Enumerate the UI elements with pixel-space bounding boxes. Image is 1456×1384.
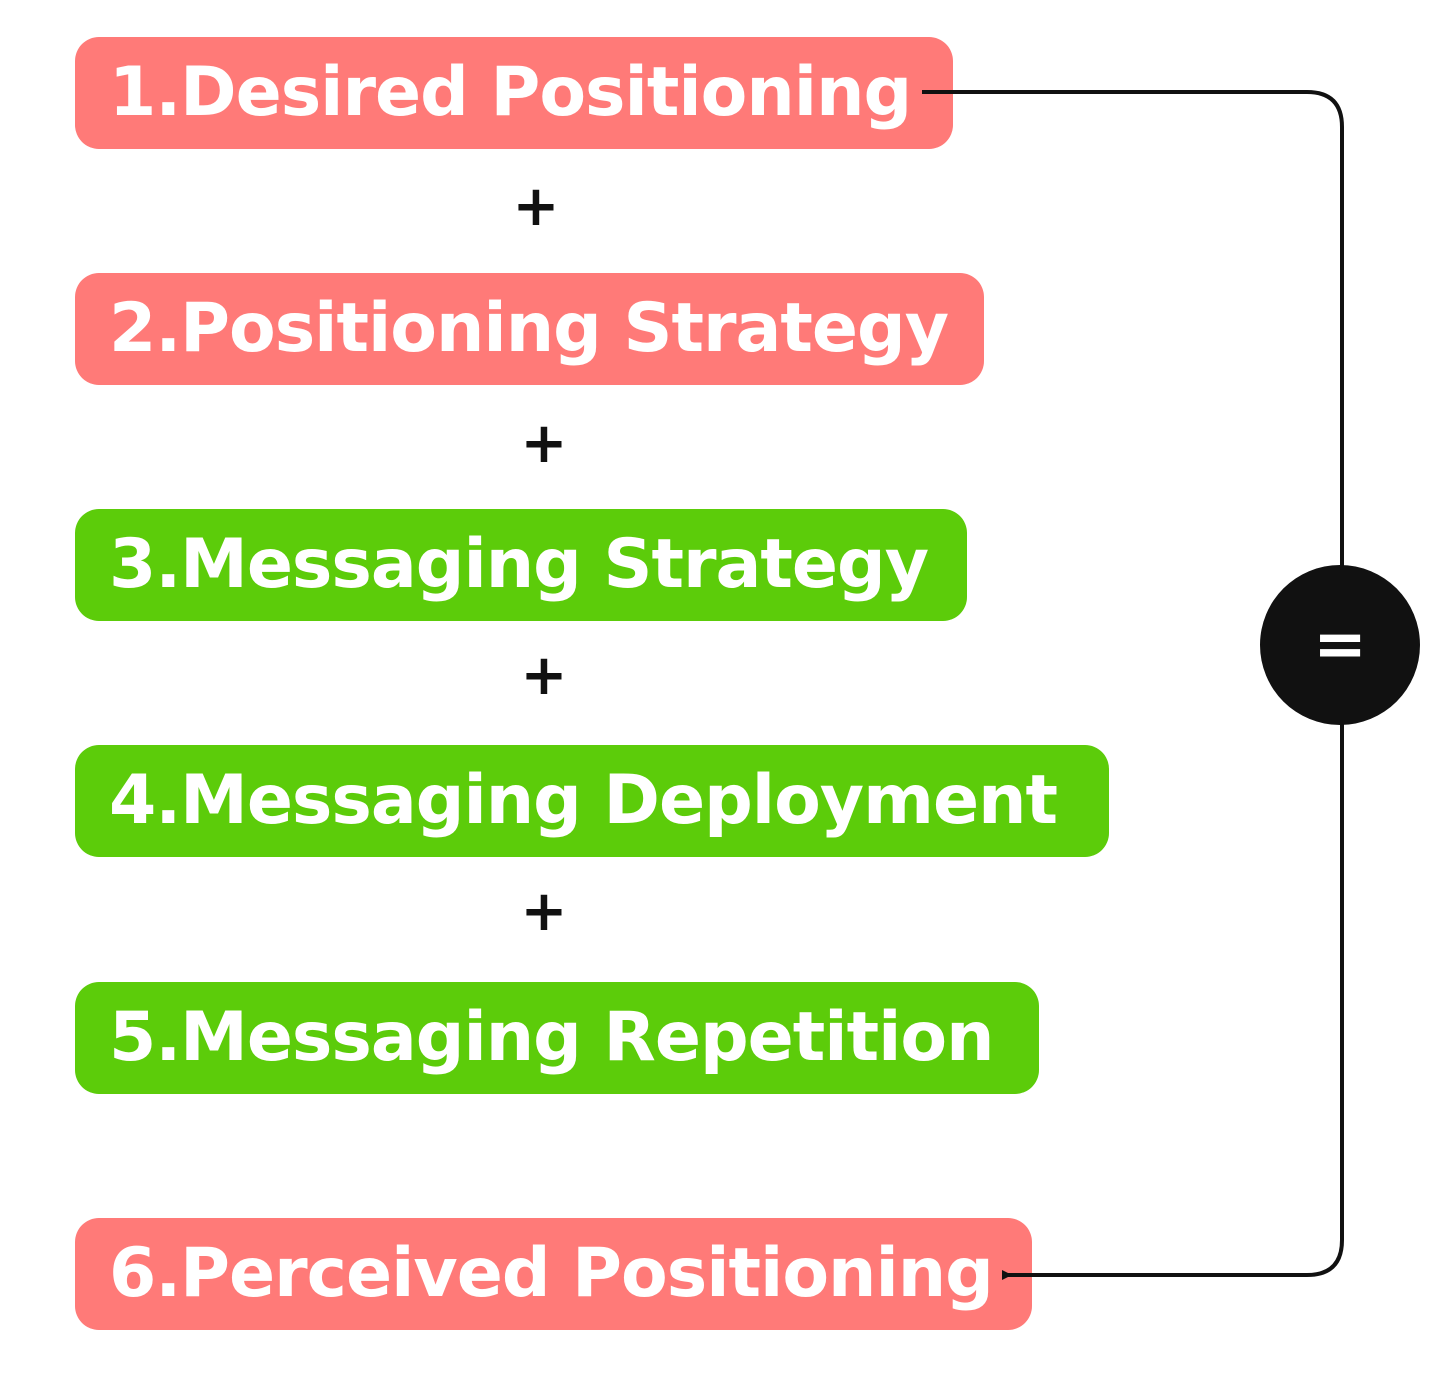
step-label: 5.Messaging Repetition [109,998,995,1077]
step-perceived-positioning: 6.Perceived Positioning [75,1218,1032,1330]
plus-icon: + [512,174,560,239]
step-label: 2.Positioning Strategy [109,289,949,368]
step-positioning-strategy: 2.Positioning Strategy [75,273,984,385]
step-label: 6.Perceived Positioning [109,1234,994,1313]
plus-icon: + [520,879,568,944]
equals-icon: = [1260,565,1420,725]
step-label: 4.Messaging Deployment [109,761,1058,840]
step-desired-positioning: 1.Desired Positioning [75,37,953,149]
step-messaging-repetition: 5.Messaging Repetition [75,982,1039,1094]
plus-icon: + [520,643,568,708]
step-messaging-deployment: 4.Messaging Deployment [75,745,1109,857]
plus-icon: + [520,411,568,476]
step-label: 3.Messaging Strategy [109,525,929,604]
step-messaging-strategy: 3.Messaging Strategy [75,509,967,621]
step-label: 1.Desired Positioning [109,53,912,132]
